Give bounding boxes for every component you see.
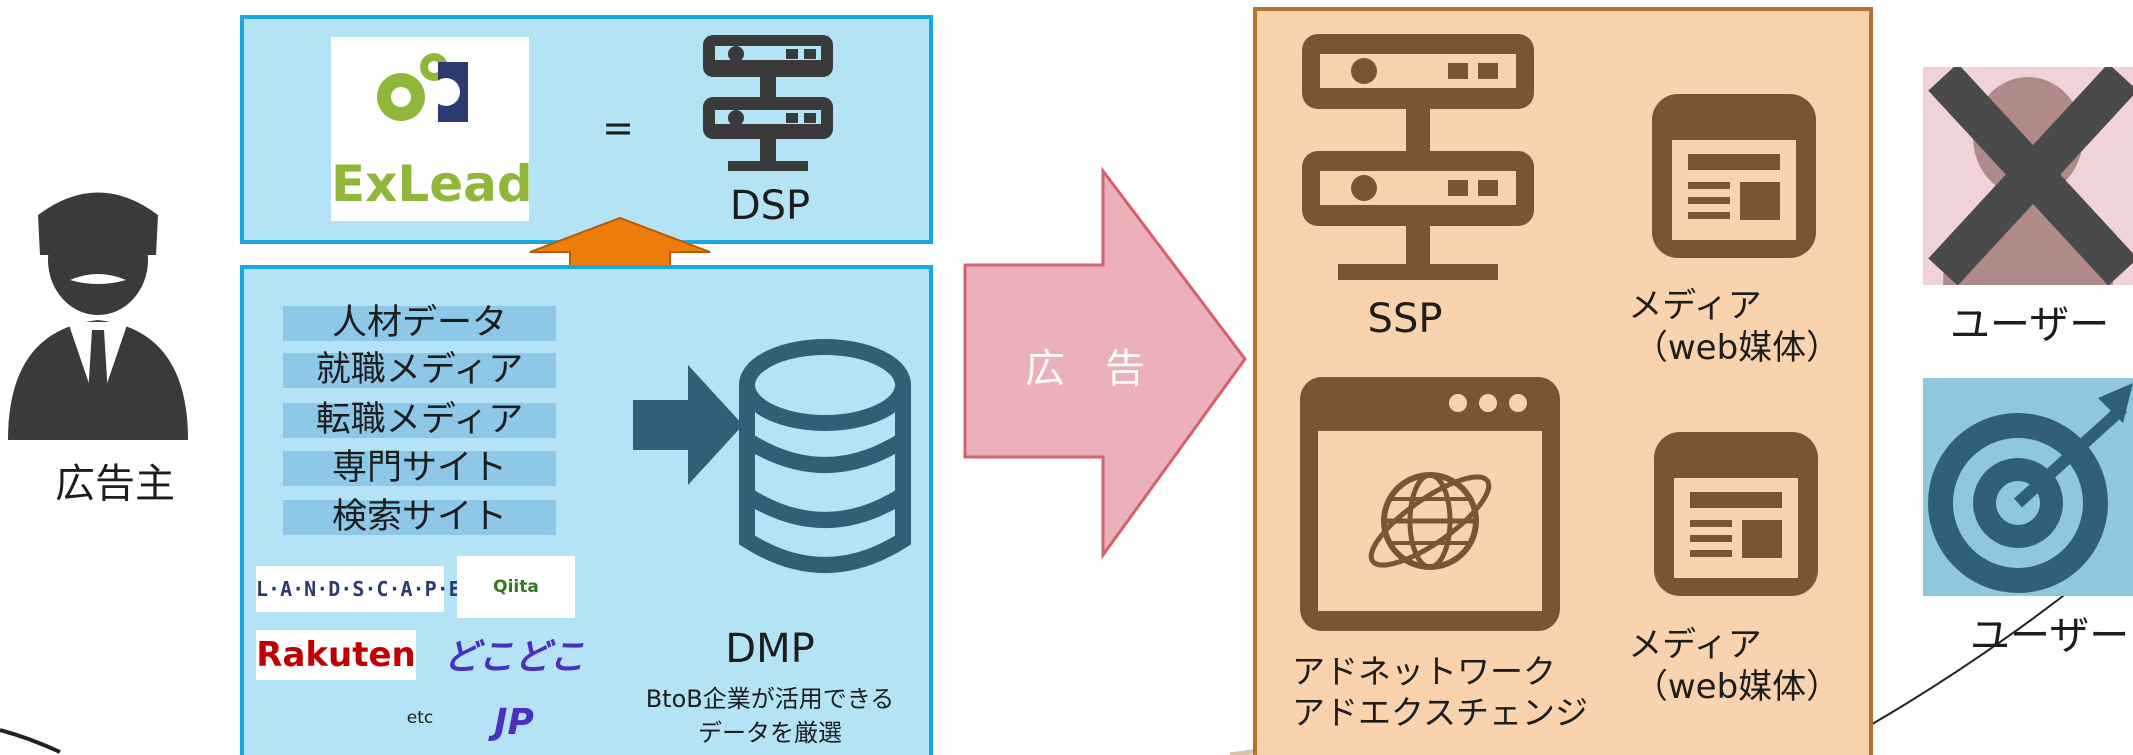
ad-arrow [963, 166, 1247, 560]
dmp-sub-line1: BtoB企業が活用できる [645, 685, 895, 713]
media2-line2: （web媒体） [1633, 667, 1841, 707]
dmp-tag: 転職メディア [283, 403, 556, 438]
rakuten-logo: Rakuten [256, 630, 416, 680]
dsp-label: DSP [729, 183, 811, 229]
dmp-label: DMP [725, 626, 815, 672]
user1-label: ユーザー [1950, 302, 2110, 348]
adnet-line2: アドエクスチェンジ [1292, 693, 1589, 732]
cross-icon [1928, 67, 2133, 285]
landscape-logo: L·A·N·D·S·C·A·P·E [256, 566, 461, 612]
advertiser-icon [8, 192, 188, 440]
exlead-logo: ExLead [331, 37, 533, 221]
gear-icon [377, 53, 468, 122]
ad-arrow-label: 広 告 [1025, 346, 1145, 392]
media1-line2: （web媒体） [1633, 328, 1841, 368]
browser-globe-icon [1300, 377, 1560, 631]
dmp-tag: 専門サイト [283, 451, 556, 486]
dmp-tag: 検索サイト [283, 500, 556, 535]
dmp-tag: 就職メディア [283, 353, 556, 388]
dokodoko-logo: どこどこJP [443, 637, 585, 743]
qiita-logo: Qiita [457, 556, 575, 618]
adnet-line1: アドネットワーク [1292, 652, 1556, 691]
dsp-server-icon [703, 35, 833, 171]
dmp-tag: 人材データ [283, 306, 556, 341]
equals-sign: = [602, 106, 634, 150]
ssp-server-icon [1302, 34, 1534, 280]
target-icon [1928, 383, 2133, 593]
media-icon [1652, 94, 1816, 258]
ssp-label: SSP [1367, 296, 1443, 342]
user-target-panel [1923, 378, 2133, 596]
user-crossed-panel [1923, 67, 2133, 285]
user2-label: ユーザー [1970, 613, 2130, 659]
media1-line1: メディア [1628, 286, 1762, 326]
media-icon [1654, 432, 1818, 596]
database-icon [633, 339, 911, 573]
media2-line1: メディア [1628, 625, 1762, 665]
dmp-sub-line2: データを厳選 [698, 719, 842, 747]
advertiser-label: 広告主 [55, 461, 175, 507]
etc-label: etc [406, 708, 434, 728]
exlead-logo-text: ExLead [331, 155, 533, 213]
